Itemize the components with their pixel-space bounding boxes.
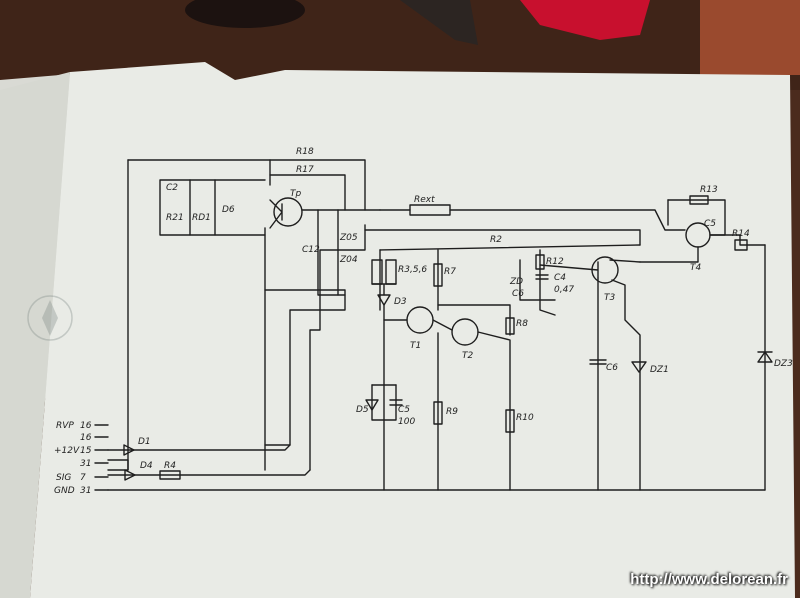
pin-num-3: 15	[80, 446, 92, 456]
label-d6: D6	[222, 205, 235, 215]
label-r10: R10	[516, 413, 534, 423]
label-t2: T2	[462, 351, 473, 361]
label-r9: R9	[446, 407, 458, 417]
pin-name-3: +12V	[54, 446, 80, 456]
label-tp: Tp	[290, 189, 301, 199]
pin-num-4: 31	[80, 459, 91, 469]
label-d5: D5	[356, 405, 369, 415]
label-dz1: DZ1	[650, 365, 669, 375]
label-r4: R4	[164, 461, 176, 471]
label-t4: T4	[690, 263, 701, 273]
red-package	[520, 0, 650, 40]
label-zd: ZD	[509, 277, 523, 287]
label-r17: R17	[296, 165, 314, 175]
logo-stamp	[27, 295, 73, 341]
label-r13: R13	[700, 185, 718, 195]
label-d1: D1	[138, 437, 151, 447]
label-r7: R7	[444, 267, 456, 277]
label-r2: R2	[490, 235, 502, 245]
label-z05: Z05	[339, 233, 358, 243]
label-c12: C12	[302, 245, 320, 255]
label-rd1: RD1	[192, 213, 211, 223]
tile-right	[700, 0, 800, 75]
label-r21: R21	[166, 213, 184, 223]
wiring	[94, 159, 773, 491]
label-c6a: C6	[512, 289, 524, 299]
pin-num-2: 16	[80, 433, 92, 443]
label-c5b: C5	[398, 405, 410, 415]
label-d4: D4	[140, 461, 153, 471]
blade	[400, 0, 478, 45]
label-z04: Z04	[339, 255, 358, 265]
label-r14: R14	[732, 229, 750, 239]
label-r356: R3,5,6	[398, 265, 427, 275]
label-d3: D3	[394, 297, 407, 307]
connector-pins: RVP 16 16 +12V 15 31 SIG 7 GND 31	[54, 421, 92, 496]
label-c6b: C6	[606, 363, 618, 373]
label-c4-value: 0,47	[554, 285, 574, 295]
label-c5a: C5	[704, 219, 716, 229]
dark-object-top	[185, 0, 305, 28]
pin-name-1: RVP	[56, 421, 74, 431]
label-r12: R12	[546, 257, 564, 267]
label-c4: C4	[554, 273, 566, 283]
pin-num-5: 7	[80, 473, 86, 483]
label-rext: Rext	[414, 195, 435, 205]
component-labels: R18 R17 C2 R21 RD1 D6 Tp C12 Z05 Z04 Rex…	[138, 147, 793, 471]
pin-num-6: 31	[80, 486, 91, 496]
label-c2: C2	[166, 183, 178, 193]
label-r18: R18	[296, 147, 314, 157]
pin-num-1: 16	[80, 421, 92, 431]
pin-name-5: SIG	[56, 473, 71, 483]
watermark-url: http://www.delorean.fr	[630, 571, 788, 588]
label-r8: R8	[516, 319, 528, 329]
label-c5-value: 100	[398, 417, 415, 427]
label-dz3: DZ3	[774, 359, 793, 369]
label-t1: T1	[410, 341, 421, 351]
pin-name-6: GND	[54, 486, 75, 496]
label-t3: T3	[604, 293, 615, 303]
